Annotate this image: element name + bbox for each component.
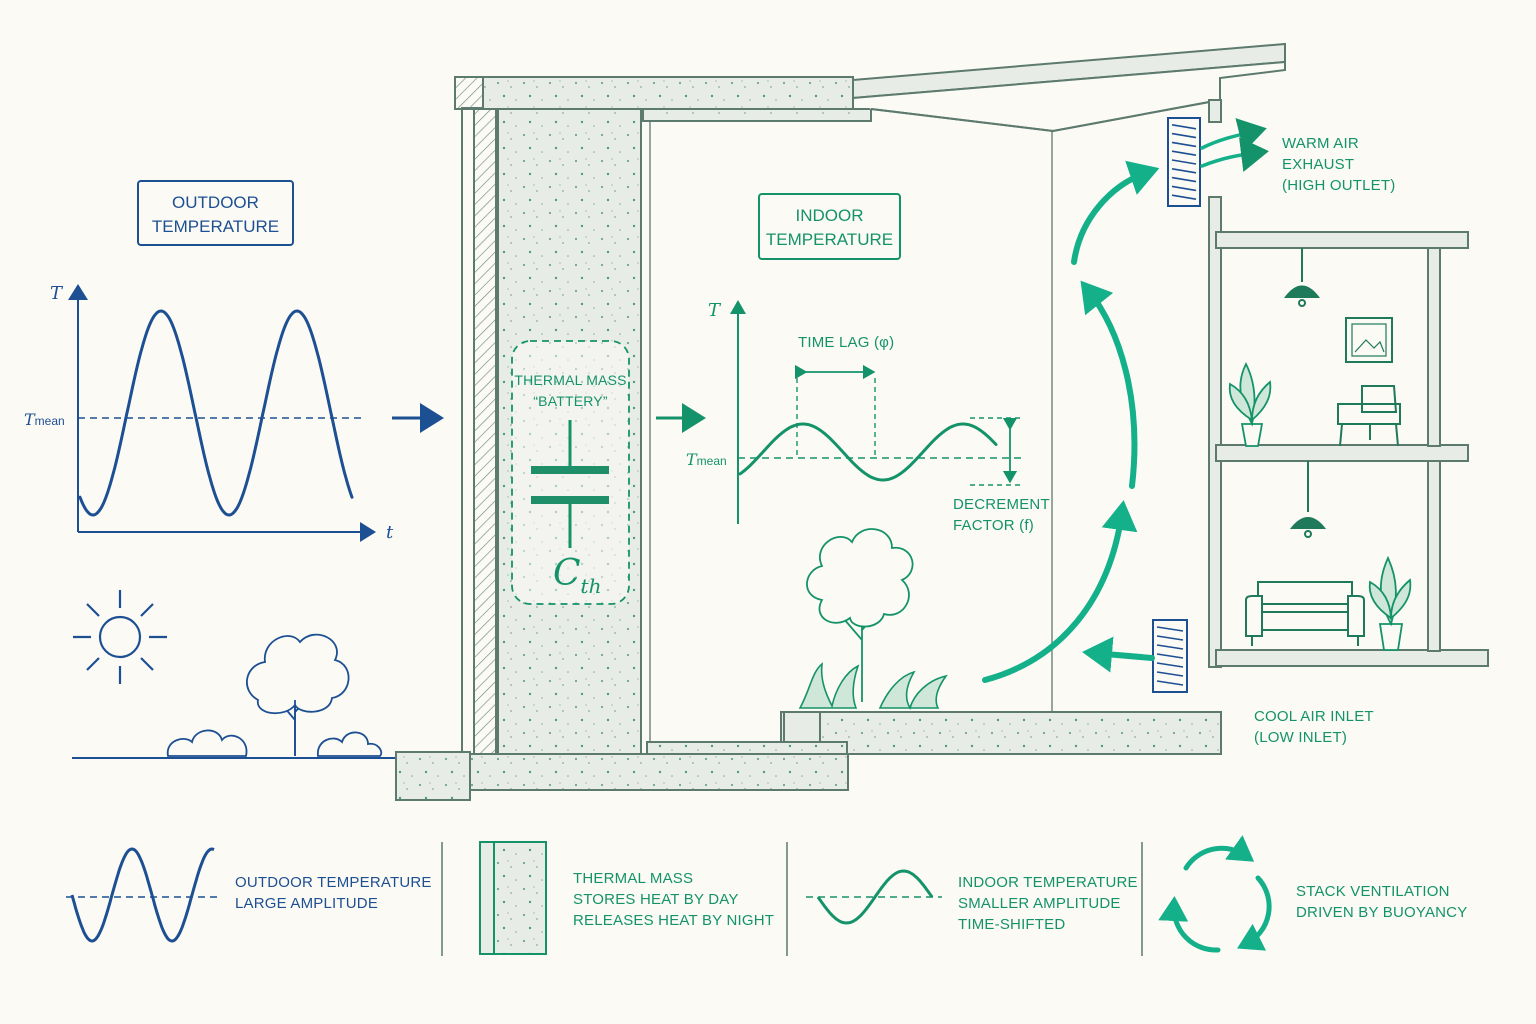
- thermal-mass-label: THERMAL MASS “BATTERY”: [514, 372, 627, 409]
- picture-frame-icon: [1345, 317, 1393, 363]
- cool-air-inlet-label: COOL AIR INLET (LOW INLET): [1254, 708, 1374, 746]
- vent-slat: [1171, 132, 1197, 139]
- legend-thermal-mass-swatch: [479, 841, 547, 955]
- legend-thermal-mass-text: THERMAL MASS STORES HEAT BY DAY RELEASES…: [573, 870, 775, 929]
- time-lag-label: TIME LAG (φ): [798, 334, 895, 351]
- vent-slat: [1171, 124, 1197, 130]
- sun-icon: [73, 590, 167, 684]
- vent-slat: [1171, 150, 1197, 156]
- bush-icon: [166, 729, 383, 757]
- indoor-mean-label: Tmean: [686, 450, 727, 469]
- vent-slat: [1156, 644, 1184, 650]
- legend-outdoor-wave: [70, 847, 215, 943]
- outdoor-graph: [68, 284, 376, 542]
- stack-airflow-arrows: [982, 160, 1160, 683]
- legend: [66, 835, 1272, 956]
- lamp-icon: [1283, 248, 1327, 538]
- outdoor-axis-y-label: T: [50, 283, 63, 304]
- tree-icon: [806, 528, 914, 702]
- indoor-axis-y-label: T: [708, 300, 721, 321]
- indoor-wave: [738, 422, 998, 482]
- vent-slat: [1171, 141, 1197, 148]
- legend-indoor-text: INDOOR TEMPERATURE SMALLER AMPLITUDE TIM…: [958, 874, 1138, 933]
- thermal-capacitance-symbol: Cth: [553, 553, 602, 599]
- tree-icon: [246, 633, 350, 756]
- adjacent-rooms: [1215, 231, 1489, 667]
- chair-icon: [1337, 385, 1401, 447]
- warm-air-exhaust-label: WARM AIR EXHAUST (HIGH OUTLET): [1282, 135, 1396, 194]
- vent-slat: [1156, 626, 1184, 632]
- vent-slat: [1156, 662, 1184, 668]
- outdoor-mean-label: Tmean: [24, 410, 65, 429]
- plant-icon: [1228, 361, 1412, 651]
- vent-slat: [1171, 194, 1197, 200]
- vent-slat: [1156, 653, 1184, 659]
- indoor-temperature-title: INDOOR TEMPERATURE: [758, 193, 901, 260]
- outdoor-wave: [78, 309, 354, 517]
- legend-indoor-wave: [816, 869, 934, 925]
- legend-stack-ventilation-text: STACK VENTILATION DRIVEN BY BUOYANCY: [1296, 883, 1468, 921]
- vent-slat: [1171, 185, 1197, 192]
- warm-air-exhaust-arrows: [1200, 118, 1269, 172]
- sofa-icon: [1245, 581, 1365, 646]
- vent-slat: [1171, 176, 1197, 183]
- vent-slat: [1156, 671, 1184, 677]
- plant-icon: [798, 662, 948, 710]
- legend-outdoor-text: OUTDOOR TEMPERATURE LARGE AMPLITUDE: [235, 874, 432, 912]
- vent-slat: [1171, 159, 1197, 165]
- vent-slat: [1156, 635, 1184, 641]
- vent-icon: [1152, 117, 1201, 693]
- outdoor-temperature-title: OUTDOOR TEMPERATURE: [137, 180, 294, 246]
- cycle-arrows-icon: [1158, 835, 1272, 953]
- indoor-graph: [730, 300, 1022, 524]
- vent-slat: [1171, 168, 1197, 174]
- thermal-mass-battery: [511, 340, 630, 605]
- vent-slat: [1156, 680, 1184, 686]
- decrement-factor-label: DECREMENT FACTOR (f): [953, 496, 1050, 534]
- outdoor-axis-x-label: t: [386, 522, 394, 543]
